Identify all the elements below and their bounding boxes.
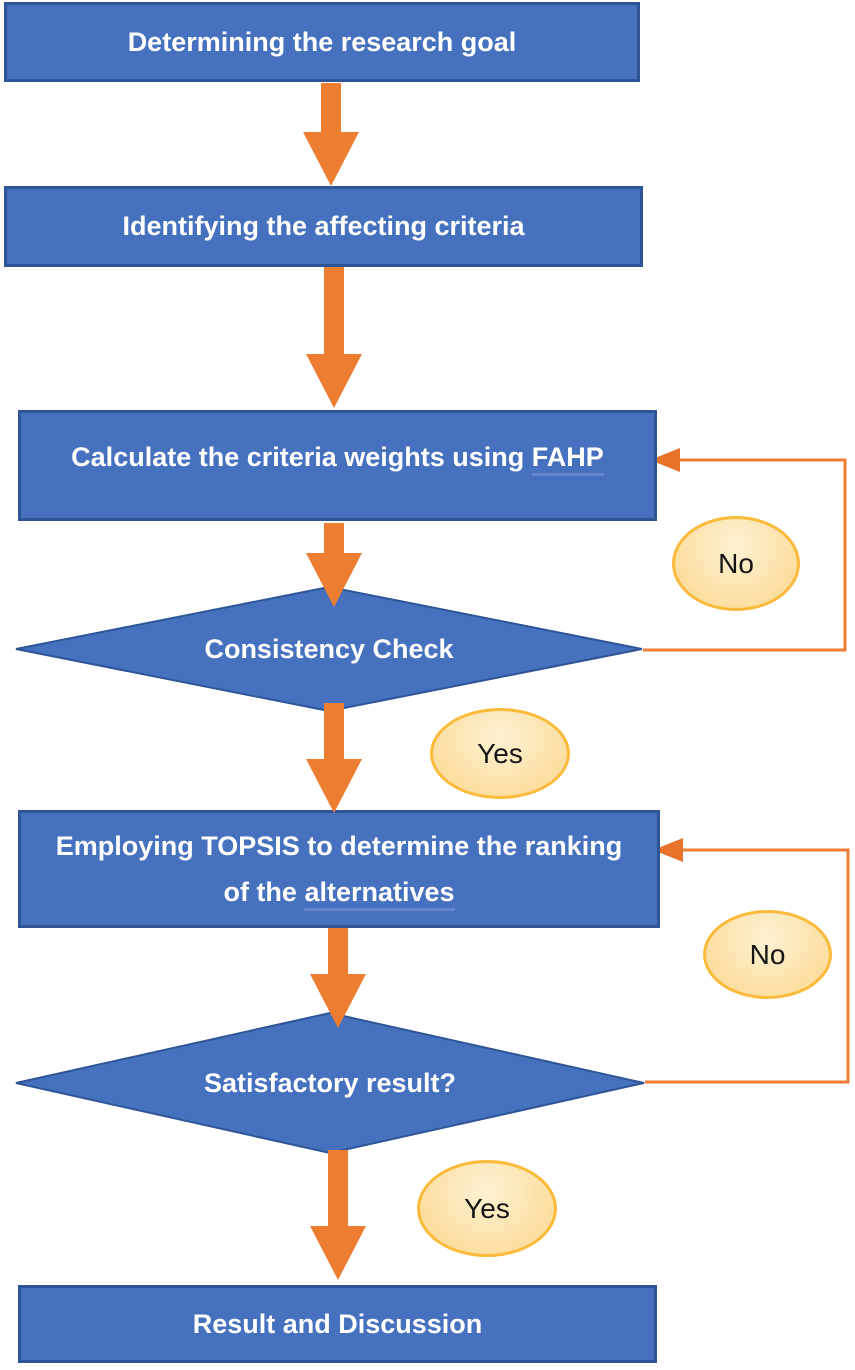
label-text: Calculate the criteria weights using	[71, 442, 532, 472]
down-arrow-icon	[310, 1150, 366, 1280]
branch-label: No	[749, 938, 786, 970]
branch-ellipse-yes-satisfactory: Yes	[417, 1160, 557, 1257]
process-box-topsis-ranking: Employing TOPSIS to determine the rankin…	[18, 810, 660, 928]
process-label: Result and Discussion	[192, 1308, 483, 1339]
process-label-line2: of the alternatives	[223, 869, 455, 915]
branch-label: No	[718, 547, 754, 579]
label-term-alternatives: alternatives	[304, 877, 455, 911]
process-box-research-goal: Determining the research goal	[4, 2, 640, 82]
process-box-identify-criteria: Identifying the affecting criteria	[4, 186, 643, 267]
down-arrow-icon	[306, 523, 362, 607]
branch-ellipse-no-satisfactory: No	[703, 910, 832, 999]
label-term-fahp: FAHP	[531, 442, 604, 476]
branch-ellipse-no-consistency: No	[672, 516, 800, 611]
decision-label: Consistency Check	[204, 633, 454, 664]
branch-label: Yes	[464, 1192, 510, 1224]
branch-label: Yes	[477, 737, 523, 769]
process-label: Identifying the affecting criteria	[122, 211, 525, 242]
down-arrow-icon	[303, 83, 359, 186]
label-text: of the	[223, 877, 305, 907]
process-label-line1: Employing TOPSIS to determine the rankin…	[55, 830, 623, 861]
down-arrow-icon	[310, 928, 366, 1028]
process-label: Calculate the criteria weights using FAH…	[71, 439, 604, 476]
decision-satisfactory-result: Satisfactory result?	[15, 1012, 645, 1154]
process-label: Determining the research goal	[127, 26, 517, 57]
branch-ellipse-yes-consistency: Yes	[430, 708, 570, 799]
down-arrow-icon	[306, 267, 362, 408]
down-arrow-icon	[306, 703, 362, 813]
decision-label: Satisfactory result?	[203, 1067, 457, 1098]
process-box-fahp-weights: Calculate the criteria weights using FAH…	[18, 410, 657, 521]
process-box-result-discussion: Result and Discussion	[18, 1285, 657, 1363]
